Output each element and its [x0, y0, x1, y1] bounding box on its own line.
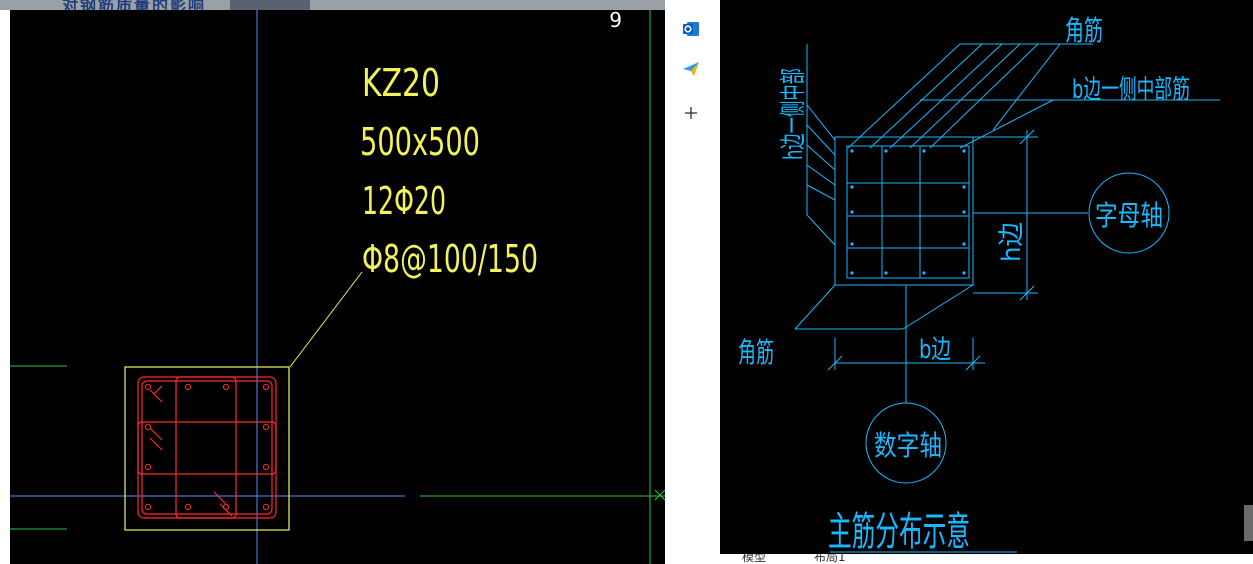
corner-bar-bottom-label: 角筋 — [738, 336, 774, 369]
number-axis-circle — [865, 402, 947, 484]
column-code: KZ20 — [362, 61, 440, 105]
b-side-label: b边 — [919, 335, 951, 365]
outlook-icon[interactable] — [679, 17, 703, 41]
main-rebar-spec: 12Φ20 — [362, 179, 446, 223]
right-cad-window[interactable]: 角筋 b边一侧中部筋 h边一侧中部 h边 字母轴 角筋 b边 数字轴 主筋分布示… — [720, 0, 1253, 564]
paper-plane-icon[interactable] — [679, 57, 703, 81]
top-strip: 对钢筋质量的影响 — [0, 0, 665, 10]
side-toolbar — [665, 0, 717, 564]
column-inner — [846, 145, 970, 279]
column-outline — [124, 366, 290, 531]
tab-model[interactable]: 模型 — [742, 554, 767, 564]
column-size: 500x500 — [360, 120, 480, 164]
rebar-dots — [850, 149, 966, 275]
panel-divider — [717, 0, 720, 564]
thumbnail — [230, 0, 310, 10]
column-outer — [834, 136, 974, 286]
drawing-tag: 6 — [609, 10, 622, 31]
diagram-caption: 主筋分布示意 — [828, 509, 970, 554]
column-drawing: 6 KZ20 500x500 12Φ20 Φ8@100/150 — [10, 10, 665, 564]
stirrup-spec: Φ8@100/150 — [362, 237, 538, 281]
plus-icon[interactable] — [679, 101, 703, 125]
number-axis-label: 数字轴 — [874, 429, 942, 462]
left-cad-window: 对钢筋质量的影响 6 KZ20 500x500 12Φ20 Φ8@100/150 — [0, 0, 665, 564]
tab-layout1[interactable]: 布局1 — [814, 554, 846, 564]
h-side-middle-label: h边一侧中部 — [779, 68, 809, 160]
scrollbar-thumb[interactable] — [1244, 505, 1253, 541]
rebar-dots — [144, 383, 270, 511]
stirrup-group — [137, 376, 277, 519]
letter-axis-label: 字母轴 — [1095, 199, 1163, 232]
rebar-distribution-diagram: 角筋 b边一侧中部筋 h边一侧中部 h边 字母轴 角筋 b边 数字轴 主筋分布示… — [738, 14, 1220, 555]
leader-line — [289, 271, 363, 368]
faded-title: 对钢筋质量的影响 — [62, 0, 207, 10]
corner-bar-top-label: 角筋 — [1065, 14, 1103, 47]
left-cad-canvas[interactable]: 6 KZ20 500x500 12Φ20 Φ8@100/150 — [10, 10, 665, 564]
h-side-label: h边 — [997, 222, 1027, 262]
letter-axis-circle — [1088, 172, 1170, 254]
layout-tabs-bar: 模型 布局1 — [720, 554, 1253, 564]
b-side-middle-label: b边一侧中部筋 — [1072, 75, 1190, 105]
